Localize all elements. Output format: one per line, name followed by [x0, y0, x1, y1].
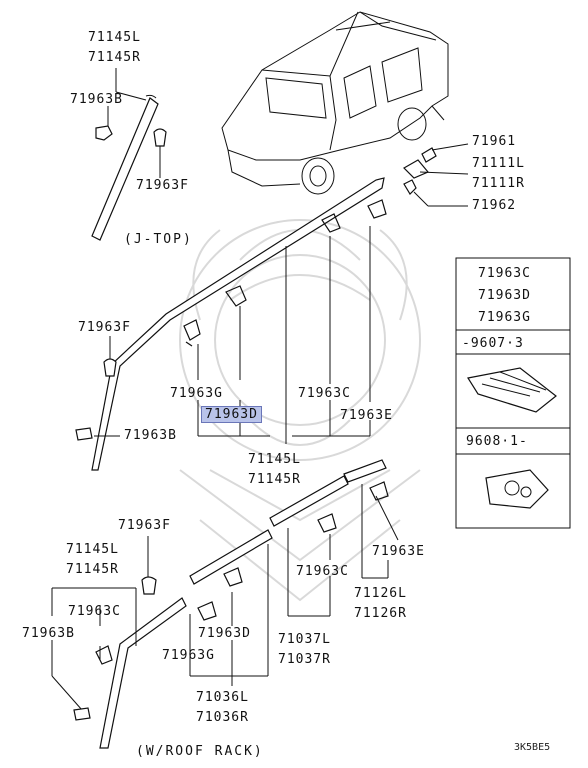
- middle-molding-part: [75, 177, 387, 471]
- part-71111l-label[interactable]: 71111L: [472, 156, 525, 171]
- clip-71961-label[interactable]: 71961: [472, 134, 517, 149]
- part-71962-label[interactable]: 71962: [472, 198, 517, 213]
- top-clip-f-label[interactable]: 71963F: [136, 178, 189, 193]
- bottom-clip-b-label[interactable]: 71963B: [22, 626, 75, 641]
- bottom-molding-37r-label[interactable]: 71037R: [278, 652, 331, 667]
- bottom-clip-d-label[interactable]: 71963D: [198, 626, 251, 641]
- bottom-molding-26l-label[interactable]: 71126L: [354, 586, 407, 601]
- bottom-molding-36r-label[interactable]: 71036R: [196, 710, 249, 725]
- bottom-molding-l-label[interactable]: 71145L: [66, 542, 119, 557]
- vehicle-illustration: [221, 11, 449, 195]
- top-molding-part: [91, 68, 167, 241]
- box-range-early: -9607·3: [462, 336, 524, 351]
- box-range-late: 9608·1-: [466, 434, 528, 449]
- box-code-g: 71963G: [478, 310, 531, 325]
- middle-clip-c-label[interactable]: 71963C: [298, 386, 351, 401]
- bottom-roof-rack-parts: [51, 459, 399, 749]
- middle-molding-r-label[interactable]: 71145R: [248, 472, 301, 487]
- middle-clip-e-label[interactable]: 71963E: [340, 408, 393, 423]
- top-clip-b-label[interactable]: 71963B: [70, 92, 123, 107]
- side-info-box: [455, 257, 571, 529]
- right-clip-parts: [403, 143, 469, 207]
- bottom-clip-e-label[interactable]: 71963E: [372, 544, 425, 559]
- bottom-clip-f-label[interactable]: 71963F: [118, 518, 171, 533]
- bottom-molding-26r-label[interactable]: 71126R: [354, 606, 407, 621]
- middle-clip-b-label[interactable]: 71963B: [124, 428, 177, 443]
- middle-clip-f-label[interactable]: 71963F: [78, 320, 131, 335]
- middle-clip-g-label[interactable]: 71963G: [170, 386, 223, 401]
- box-code-d: 71963D: [478, 288, 531, 303]
- diagram-code: 3K5BE5: [514, 742, 551, 753]
- bottom-molding-r-label[interactable]: 71145R: [66, 562, 119, 577]
- watermark-emblem: [179, 219, 421, 602]
- middle-molding-l-label[interactable]: 71145L: [248, 452, 301, 467]
- box-code-c: 71963C: [478, 266, 531, 281]
- bottom-clip-c-mid-label[interactable]: 71963C: [296, 564, 349, 579]
- highlighted-clip-d-label[interactable]: 71963D: [201, 406, 262, 423]
- bottom-clip-g-label[interactable]: 71963G: [162, 648, 215, 663]
- bottom-molding-37l-label[interactable]: 71037L: [278, 632, 331, 647]
- j-top-section-label: (J-TOP): [124, 232, 193, 247]
- bottom-molding-36l-label[interactable]: 71036L: [196, 690, 249, 705]
- bottom-clip-c-left-label[interactable]: 71963C: [68, 604, 121, 619]
- roof-rack-section-label: (W/ROOF RACK): [136, 744, 264, 759]
- top-molding-l-label[interactable]: 71145L: [88, 30, 141, 45]
- part-71111r-label[interactable]: 71111R: [472, 176, 525, 191]
- top-molding-r-label[interactable]: 71145R: [88, 50, 141, 65]
